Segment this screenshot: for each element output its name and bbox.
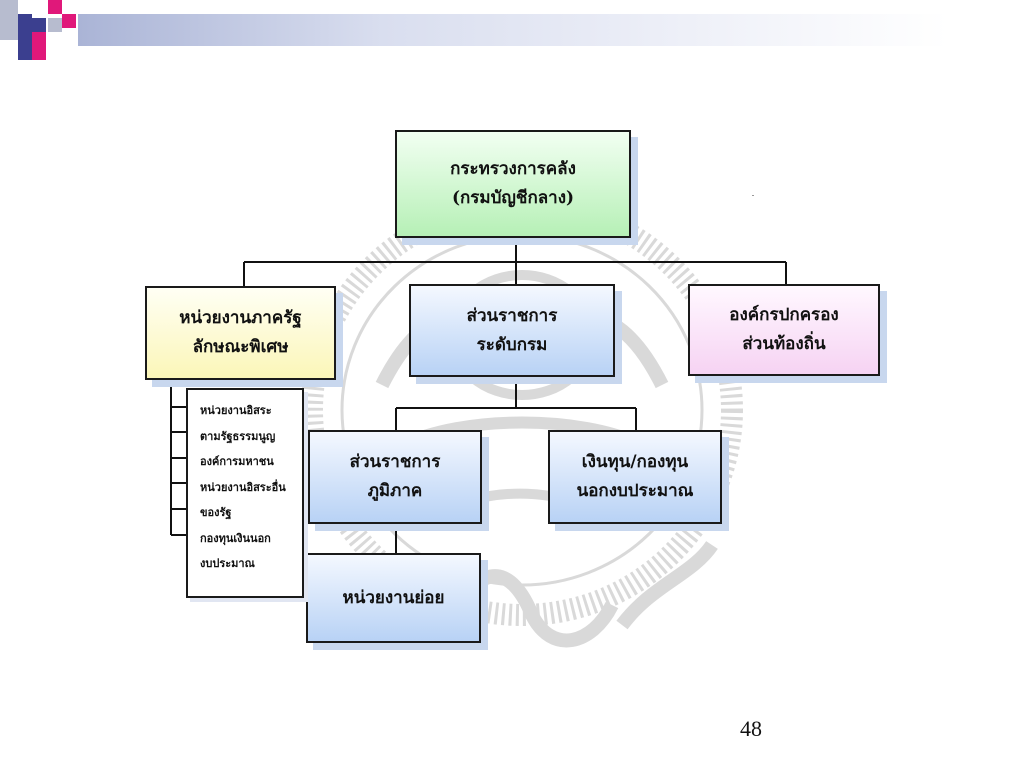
list-item: กองทุนเงินนอก: [200, 531, 271, 545]
node-subunit-line1: หน่วยงานย่อย: [342, 587, 445, 608]
list-item: หน่วยงานอิสระอื่น: [200, 480, 286, 494]
stray-dot: [752, 195, 754, 196]
node-special-state-agency: หน่วยงานภาครัฐ ลักษณะพิเศษ: [145, 286, 336, 380]
node-special-line1: หน่วยงานภาครัฐ: [179, 308, 302, 329]
node-funds-line2: นอกงบประมาณ: [576, 481, 694, 501]
node-off-budget-funds: เงินทุน/กองทุน นอกงบประมาณ: [548, 430, 722, 524]
node-department-line2: ระดับกรม: [476, 334, 548, 355]
node-local-line1: องค์กรปกครอง: [729, 305, 839, 326]
page-number: 48: [740, 716, 762, 741]
corner-square-grey: [0, 0, 18, 40]
corner-square-pink: [32, 46, 46, 60]
header-band: [78, 14, 948, 46]
list-item: ตามรัฐธรรมนูญ: [200, 429, 276, 443]
node-regional-line2: ภูมิภาค: [367, 481, 423, 501]
node-ministry-line2: (กรมบัญชีกลาง): [451, 188, 575, 208]
node-funds-line1: เงินทุน/กองทุน: [581, 452, 689, 473]
node-regional-administration: ส่วนราชการ ภูมิภาค: [308, 430, 482, 524]
list-item: งบประมาณ: [200, 557, 255, 570]
corner-square-grey: [48, 18, 62, 32]
node-special-line2: ลักษณะพิเศษ: [192, 337, 289, 357]
node-subunit: หน่วยงานย่อย: [306, 553, 481, 643]
node-local-line2: ส่วนท้องถิ่น: [742, 334, 826, 354]
corner-square-pink: [32, 32, 46, 46]
corner-square-dark: [32, 18, 46, 32]
node-ministry-line1: กระทรวงการคลัง: [450, 159, 576, 180]
corner-square-dark: [18, 14, 32, 60]
list-item: ของรัฐ: [200, 506, 232, 519]
corner-square-pink: [48, 0, 62, 14]
node-ministry-of-finance: กระทรวงการคลัง (กรมบัญชีกลาง): [395, 130, 631, 238]
corner-square-pink: [62, 14, 76, 28]
node-department-line1: ส่วนราชการ: [466, 305, 558, 326]
special-agency-list: หน่วยงานอิสระ ตามรัฐธรรมนูญ องค์การมหาชน…: [186, 388, 304, 598]
list-item: องค์การมหาชน: [200, 455, 274, 468]
node-department-level: ส่วนราชการ ระดับกรม: [409, 284, 615, 377]
node-local-government: องค์กรปกครอง ส่วนท้องถิ่น: [688, 284, 880, 376]
list-item: หน่วยงานอิสระ: [200, 404, 272, 417]
node-regional-line1: ส่วนราชการ: [349, 452, 441, 473]
